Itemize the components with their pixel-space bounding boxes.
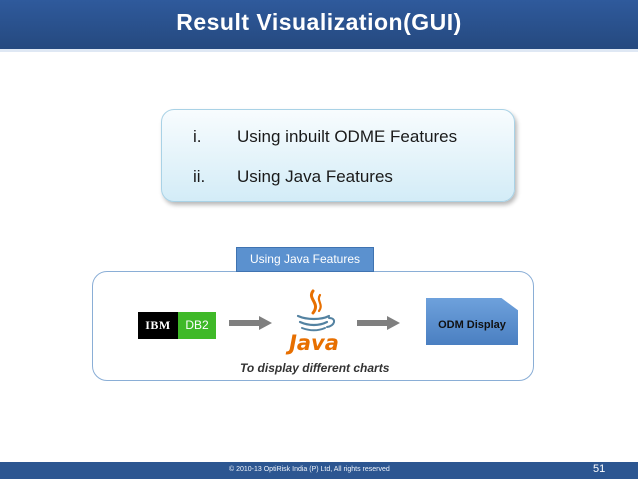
flow-caption: To display different charts bbox=[240, 361, 390, 375]
page-number: 51 bbox=[593, 463, 606, 475]
copyright-text: © 2010-13 OptiRisk India (P) Ltd, All ri… bbox=[229, 466, 390, 473]
footer-bar bbox=[0, 462, 638, 479]
point-text: Using inbuilt ODME Features bbox=[237, 127, 458, 146]
odm-display-label: ODM Display bbox=[438, 319, 506, 331]
point-text: Using Java Features bbox=[237, 167, 393, 186]
ibm-db2-logo: IBM DB2 bbox=[138, 312, 216, 339]
java-features-tab: Using Java Features bbox=[236, 247, 374, 272]
arrow-right-icon bbox=[229, 316, 272, 330]
points-box: i. Using inbuilt ODME Features ii. Using J… bbox=[161, 109, 515, 202]
point-number: i. bbox=[193, 127, 202, 146]
java-wordmark: Java bbox=[289, 331, 339, 355]
odm-display-shape bbox=[426, 298, 518, 345]
title-bar: Result Visualization(GUI) bbox=[0, 0, 638, 52]
ibm-label: IBM bbox=[138, 312, 178, 339]
point-item: i. Using inbuilt ODME Features bbox=[193, 127, 457, 147]
slide-title: Result Visualization(GUI) bbox=[176, 9, 462, 35]
point-item: ii. Using Java Features bbox=[193, 167, 393, 187]
java-logo-icon bbox=[296, 289, 335, 332]
db2-label: DB2 bbox=[178, 312, 216, 339]
point-number: ii. bbox=[193, 167, 206, 186]
arrow-right-icon bbox=[357, 316, 400, 330]
